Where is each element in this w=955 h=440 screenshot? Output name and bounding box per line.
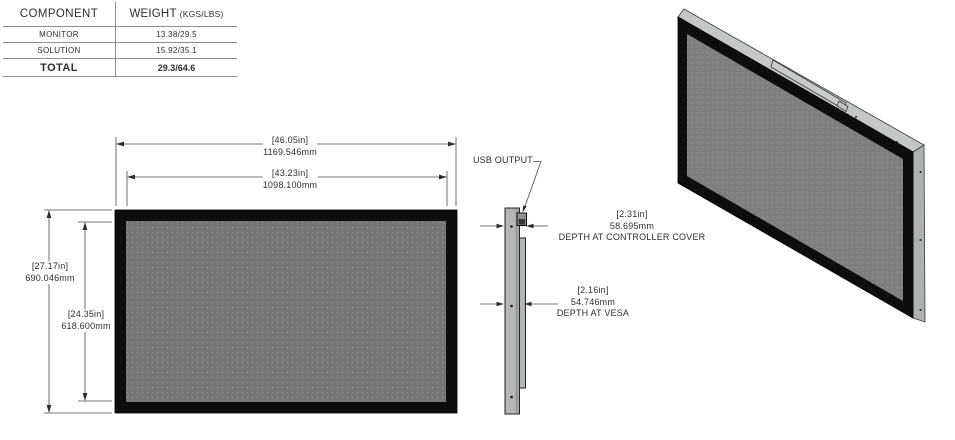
iso-right-edge <box>912 144 926 323</box>
dimension-depth-vesa: [2.16in] 54.746mm DEPTH AT VESA <box>557 285 629 320</box>
component-header-cell: COMPONENT <box>3 2 116 26</box>
table-row-total: TOTAL 29.3/64.6 <box>3 59 237 77</box>
weight-table-header-row: COMPONENT WEIGHT (KGS/LBS) <box>3 2 237 27</box>
dimension-depth-controller: [2.31in] 58.695mm DEPTH AT CONTROLLER CO… <box>559 209 706 244</box>
iso-screen-texture <box>687 34 903 301</box>
weight-unit-label: (KGS/LBS) <box>179 9 224 19</box>
dimension-overall-height: [27.17in] 690.046mm <box>23 261 77 284</box>
solution-row-value: 15.92/35.1 <box>156 46 197 55</box>
table-row-solution: SOLUTION 15.92/35.1 <box>3 43 237 59</box>
depth-controller-dimension <box>480 225 558 305</box>
depth-controller-mm: 58.695mm <box>609 220 655 231</box>
total-row-label: TOTAL <box>3 59 116 76</box>
screen-width-mm: 1098.100mm <box>262 179 318 190</box>
dimension-screen-height: [24.35in] 618.600mm <box>59 309 113 332</box>
table-row-monitor: MONITOR 13.38/29.5 <box>3 27 237 43</box>
dimension-overall-width: [46.05in] 1169.546mm <box>263 135 317 158</box>
monitor-row-label: MONITOR <box>3 27 116 42</box>
monitor-front-view <box>44 137 458 414</box>
extension-lines <box>44 137 457 414</box>
monitor-iso-view <box>677 8 926 323</box>
weight-table: COMPONENT WEIGHT (KGS/LBS) MONITOR 13.38… <box>3 2 237 77</box>
side-screw-holes <box>510 225 513 399</box>
front-screen-texture <box>126 221 446 402</box>
monitor-side-view <box>480 161 558 415</box>
total-row-value: 29.3/64.6 <box>157 62 196 73</box>
overall-width-mm: 1169.546mm <box>263 146 317 157</box>
monitor-row-value: 13.38/29.5 <box>156 30 197 39</box>
overall-width-inches: [46.05in] <box>263 135 317 147</box>
depth-vesa-mm: 54.746mm <box>570 296 616 307</box>
dimension-screen-width: [43.23in] 1098.100mm <box>262 168 318 191</box>
usb-leader-line <box>522 161 542 213</box>
overall-height-inches: [27.17in] <box>23 261 77 273</box>
iso-top-bracket <box>770 59 847 111</box>
side-usb-output-port <box>518 219 525 225</box>
depth-arrowheads <box>496 223 534 307</box>
iso-bracket-step <box>836 100 849 113</box>
screen-width-inches: [43.23in] <box>262 168 318 180</box>
depth-controller-inches: [2.31in] <box>616 209 648 219</box>
solution-row-label: SOLUTION <box>3 43 116 58</box>
iso-screw-holes <box>699 29 922 311</box>
usb-output-label: USB OUTPUT <box>472 155 533 165</box>
overall-height-mm: 690.046mm <box>23 272 77 284</box>
side-body-shade <box>515 209 519 413</box>
dimension-arrowheads <box>46 141 456 413</box>
depth-vesa-inches: [2.16in] <box>577 285 609 295</box>
screen-height-mm: 618.600mm <box>59 320 113 332</box>
weight-header-label: WEIGHT <box>129 8 177 20</box>
side-vesa-plate <box>519 237 526 389</box>
depth-vesa-caption: DEPTH AT VESA <box>556 308 630 318</box>
screen-height-inches: [24.35in] <box>59 309 113 321</box>
weight-header-cell: WEIGHT (KGS/LBS) <box>116 2 237 26</box>
depth-controller-caption: DEPTH AT CONTROLLER COVER <box>558 232 706 242</box>
